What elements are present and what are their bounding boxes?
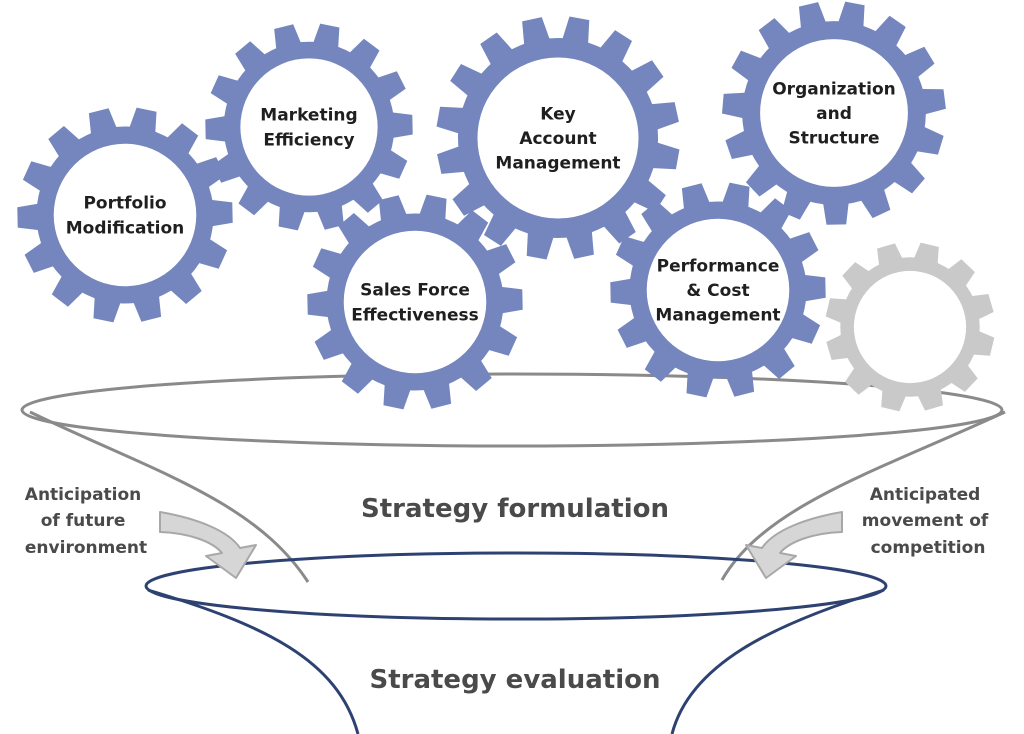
gear-label-line: and [816,104,852,124]
formulation-funnel-left-wall [29,410,310,583]
left-note-line: Anticipation [25,485,142,505]
right-note-line: competition [871,538,986,558]
evaluation-funnel [144,551,888,734]
left-note: Anticipation of future environment [25,485,147,558]
gear-label-line: Effectiveness [351,305,478,325]
formulation-funnel [20,372,1006,583]
gear-label-line: Account [519,129,596,149]
formulation-funnel-rim [20,372,1004,448]
strategy-evaluation-label: Strategy evaluation [369,665,660,695]
strategy-formulation-label: Strategy formulation [361,494,669,524]
gear-center [853,270,967,384]
evaluation-funnel-left-wall [147,588,360,734]
gear-label-line: Management [495,154,620,174]
left-note-line: of future [41,511,126,531]
gear-center [343,230,487,374]
gear-label-line: Organization [772,79,896,99]
gear-center [477,57,639,219]
gear-center [240,58,378,196]
gear-label-line: Structure [788,129,879,149]
gear-empty [825,242,995,412]
gear-label-line: Modification [66,218,184,238]
gear-label-line: Marketing [260,106,357,126]
gear-label-line: Performance [657,256,780,276]
gear-center [53,143,197,287]
gear-label-line: Efficiency [263,130,354,150]
right-note-line: movement of [862,511,989,531]
formulation-funnel-right-wall [720,410,1006,581]
gear-center [760,39,908,187]
evaluation-funnel-right-wall [670,588,885,734]
left-note-line: environment [25,538,147,558]
gear-label-line: Key [540,104,576,124]
right-note-line: Anticipated [870,485,981,505]
left-curved-arrow-icon [159,511,257,579]
gear-label-line: Portfolio [83,194,166,214]
evaluation-funnel-rim [144,551,888,621]
gear-label-line: & Cost [686,281,749,301]
right-note: Anticipated movement of competition [862,485,994,558]
gear-label-line: Management [655,306,780,326]
gear-label-line: Sales Force [360,281,470,301]
gear-center [646,218,790,362]
right-curved-arrow-icon [745,511,843,579]
